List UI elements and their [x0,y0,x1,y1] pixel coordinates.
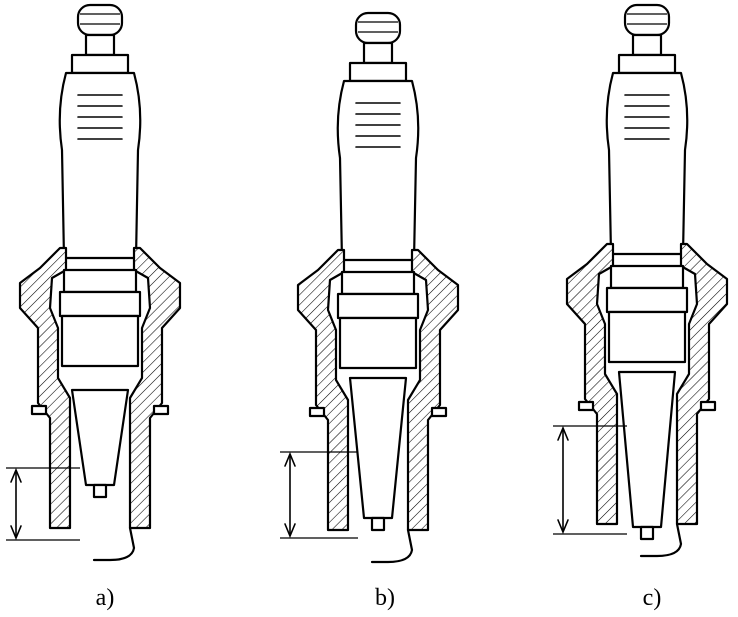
shell-right [675,242,729,526]
gasket-right [430,406,448,418]
insulator-nose [70,388,130,487]
dimension-arrow-bottom [284,523,296,539]
insulator-shoulder [340,270,416,296]
center-electrode [370,516,386,532]
insulator-mid [338,316,418,370]
insulator-collar [605,286,689,314]
dimension-arrow-bottom [10,525,22,541]
insulator-nose [348,376,408,520]
shell-left [296,248,350,532]
terminal-nut [623,3,671,37]
insulator-collar [336,292,420,320]
gasket-right [152,404,170,416]
shell-left [18,246,72,530]
dimension-arrow-top [284,451,296,467]
insulator-mid [607,310,687,364]
terminal-collar [70,53,130,75]
spark-plug-b [280,11,460,564]
gasket-left [577,400,595,412]
shell-left [565,242,619,526]
center-electrode [92,483,108,499]
insulator-nose [617,370,677,529]
ground-electrode [92,526,136,562]
center-electrode [639,525,655,541]
terminal-neck [362,41,394,65]
terminal-neck [631,33,663,57]
dimension-arrow-top [10,467,22,483]
insulator-mid [60,314,140,368]
terminal-collar [617,53,677,75]
insulator-body [605,71,689,256]
terminal-nut [76,3,124,37]
terminal-nut [354,11,402,45]
dimension-arrow-bottom [557,519,569,535]
insulator-body [336,79,420,262]
ground-electrode [370,528,414,564]
gasket-right [699,400,717,412]
spark-plug-c [553,3,729,558]
shell-right [128,246,182,530]
ground-electrode [639,522,683,558]
terminal-neck [84,33,116,57]
insulator-shoulder [62,268,138,294]
dimension-arrow-top [557,425,569,441]
gasket-left [30,404,48,416]
insulator-collar [58,290,142,318]
spark-plug-a [6,3,182,562]
gasket-left [308,406,326,418]
insulator-body [58,71,142,260]
plug-label-c: c) [642,585,662,611]
plug-label-b: b) [375,585,395,611]
terminal-collar [348,61,408,83]
plug-label-a: a) [95,585,115,611]
insulator-shoulder [609,264,685,290]
shell-right [406,248,460,532]
